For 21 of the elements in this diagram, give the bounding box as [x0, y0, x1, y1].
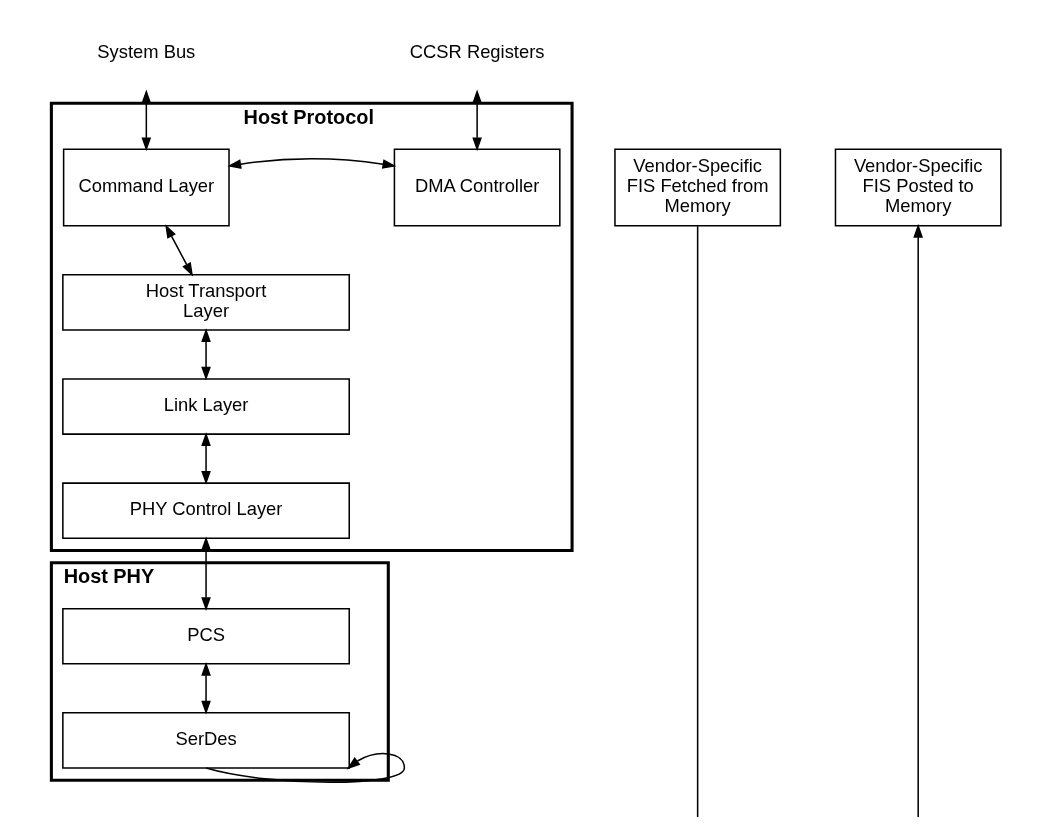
- node-box: PHY Control Layer: [62, 482, 350, 539]
- arrow: [141, 89, 152, 152]
- arrow: [472, 89, 482, 152]
- node-box: PCS: [62, 607, 350, 665]
- node-box: Command Layer: [62, 148, 230, 227]
- node-box: Host Transport Layer: [62, 274, 350, 331]
- node-box: DMA Controller: [393, 148, 561, 227]
- arrow: [201, 432, 211, 485]
- arrow: [227, 158, 397, 169]
- node-box: Vendor-Specific FIS Posted to Memory: [834, 148, 1002, 227]
- connector: [696, 225, 699, 818]
- node-box: Link Layer: [62, 378, 350, 435]
- arrow: [201, 662, 211, 715]
- node-box: Vendor-Specific FIS Fetched from Memory: [614, 148, 782, 227]
- arrow: [165, 224, 193, 277]
- arrow: [201, 328, 211, 381]
- arrow: [201, 536, 211, 611]
- node-text: CCSR Registers: [409, 40, 545, 62]
- node-box: SerDes: [62, 712, 350, 769]
- node-text: System Bus: [97, 40, 196, 62]
- arrow: [913, 223, 923, 818]
